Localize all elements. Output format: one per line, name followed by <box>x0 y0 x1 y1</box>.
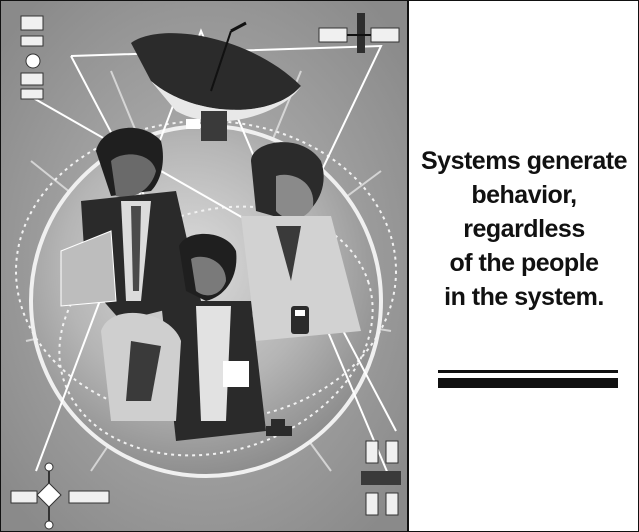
satellite-icon <box>10 462 110 530</box>
caption-text: Systems generate behavior, regardless of… <box>419 144 629 314</box>
divider-thick <box>438 378 618 388</box>
orbit-path <box>58 205 374 457</box>
caption-line: regardless <box>463 215 585 243</box>
satellite-icon <box>361 440 401 516</box>
car-icon <box>266 419 292 436</box>
caption-line: behavior, <box>471 181 577 209</box>
satellite-icon <box>20 15 44 100</box>
woman-on-phone-icon <box>241 142 361 341</box>
telephone-icon <box>291 306 309 334</box>
communication-illustration <box>1 1 409 531</box>
divider-thin <box>438 370 618 373</box>
caption-line: of the people <box>449 249 599 277</box>
caption-panel: Systems generate behavior, regardless of… <box>409 1 638 531</box>
illustration-svg <box>1 1 407 531</box>
caption-line: Systems generate <box>420 147 628 175</box>
satellite-dish-icon <box>131 21 301 141</box>
computer-icon <box>60 230 181 421</box>
caption-line: in the system. <box>444 283 604 311</box>
man-looking-up-icon <box>161 233 266 441</box>
satellite-icon <box>318 13 400 53</box>
